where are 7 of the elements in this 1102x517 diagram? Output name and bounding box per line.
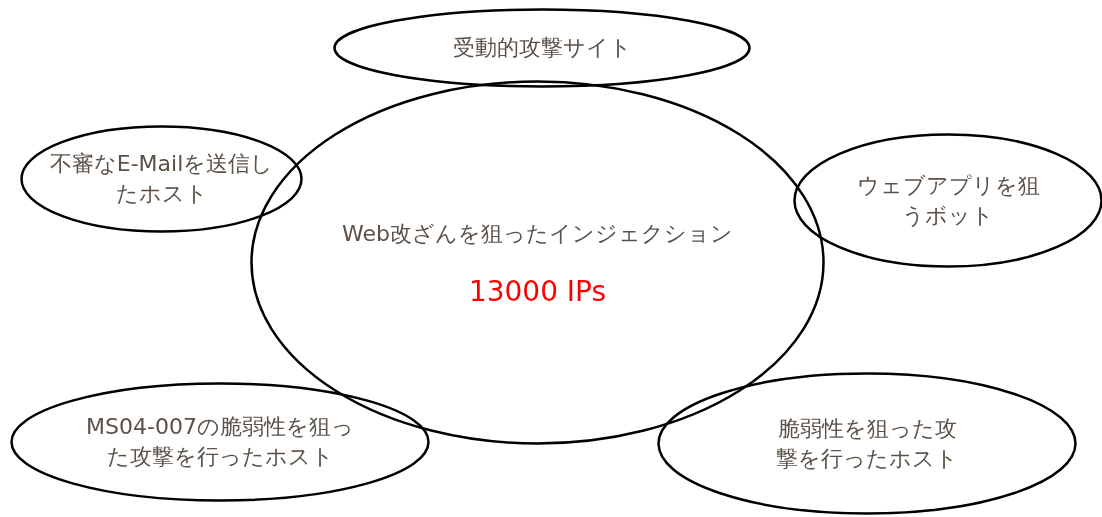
ellipse-label: ウェブアプリを狙うボット (855, 171, 1041, 230)
ellipse-label: 不審なE-Mailを送信したホスト (48, 150, 275, 208)
ellipse-label: Web改ざんを狙ったインジェクション (342, 219, 733, 248)
ellipse-label: 受動的攻撃サイト (452, 34, 632, 62)
ellipse-label: 脆弱性を狙った攻撃を行ったホスト (775, 414, 959, 473)
count-label: 13000 IPs (468, 276, 607, 307)
ellipse-label: MS04-007の脆弱性を狙った攻撃を行ったホスト (85, 413, 355, 471)
